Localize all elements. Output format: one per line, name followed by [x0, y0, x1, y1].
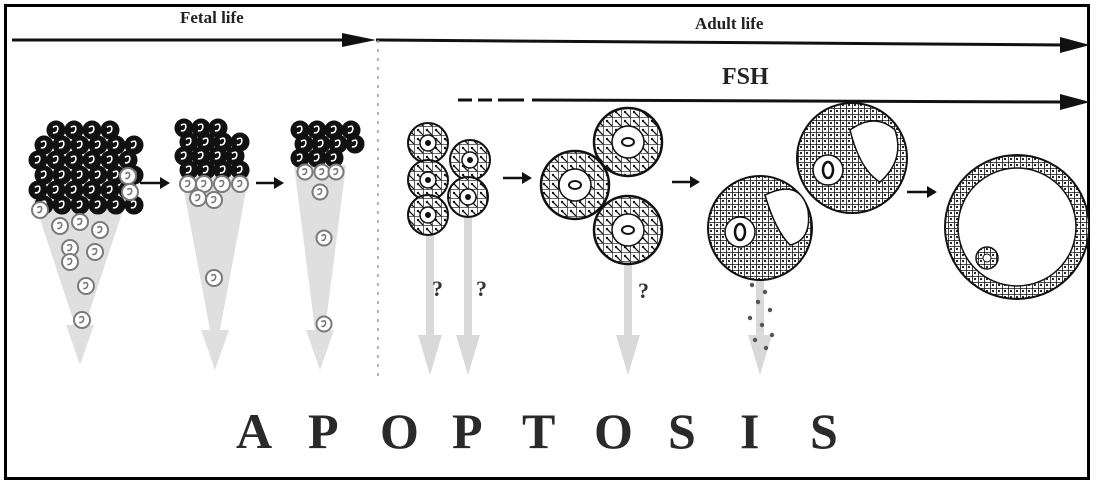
apoptosis-arrows: [32, 165, 772, 375]
germ-cell: [71, 196, 89, 214]
apoptosis-letter: I: [740, 402, 759, 460]
apoptosis-letter: S: [668, 402, 696, 460]
primary-follicle: [594, 196, 662, 264]
dying-germ-cell: [190, 190, 206, 206]
dying-germ-cell: [122, 184, 138, 200]
primordial-follicle: [448, 177, 488, 217]
progression-arrow: [140, 177, 170, 189]
preovulatory-follicle: [945, 155, 1089, 299]
debris-dot: [760, 323, 764, 327]
question-mark: ?: [432, 276, 443, 302]
antral-follicle: [797, 103, 907, 213]
progression-arrow: [256, 177, 284, 189]
debris-dot: [756, 300, 760, 304]
dying-germ-cell: [52, 218, 68, 234]
question-mark: ?: [476, 276, 487, 302]
debris-dot: [768, 308, 772, 312]
germ-cell: [53, 196, 71, 214]
apoptosis-letter: O: [594, 402, 633, 460]
progression-arrow: [672, 176, 700, 188]
dying-germ-cell: [232, 176, 248, 192]
debris-dot: [750, 283, 754, 287]
primordial-follicle: [408, 123, 448, 163]
dying-germ-cell: [62, 254, 78, 270]
primordial-follicle: [450, 140, 490, 180]
dying-germ-cell: [317, 231, 332, 246]
fsh-arrow: [458, 94, 1090, 110]
dying-germ-cell: [298, 165, 313, 180]
dying-germ-cell: [87, 244, 103, 260]
fsh-label: FSH: [722, 64, 769, 91]
dying-germ-cell: [329, 165, 344, 180]
dying-germ-cell: [206, 270, 222, 286]
dying-germ-cell: [315, 165, 330, 180]
dying-germ-cell: [206, 192, 222, 208]
apoptosis-letter: A: [236, 402, 272, 460]
question-mark: ?: [638, 278, 649, 304]
dying-germ-cell: [180, 176, 196, 192]
debris-dot: [753, 338, 757, 342]
adult-life-label: Adult life: [695, 14, 763, 34]
primordial-follicles: [408, 123, 490, 235]
dying-germ-cell: [313, 185, 328, 200]
germ-cell: [107, 196, 125, 214]
apoptosis-letter: T: [522, 402, 555, 460]
dying-germ-cell: [214, 176, 230, 192]
progression-arrow: [907, 186, 937, 198]
antral-follicle: [708, 176, 812, 280]
progression-arrow: [503, 172, 532, 184]
apoptosis-letter: S: [810, 402, 838, 460]
dying-germ-cell: [92, 222, 108, 238]
germ-cell: [346, 135, 364, 153]
dying-germ-cell: [32, 202, 48, 218]
primary-follicles: [541, 108, 662, 264]
dying-germ-cell: [78, 278, 94, 294]
fetal-life-label: Fetal life: [180, 8, 244, 28]
primordial-follicle: [408, 195, 448, 235]
germ-cell: [89, 196, 107, 214]
debris-dot: [764, 346, 768, 350]
debris-dot: [748, 316, 752, 320]
apoptosis-letter: O: [380, 402, 419, 460]
apoptosis-letter: P: [452, 402, 483, 460]
primary-follicle: [541, 151, 609, 219]
dying-germ-cell: [317, 317, 332, 332]
dying-germ-cell: [120, 168, 136, 184]
adult-timeline-arrow: [376, 37, 1090, 53]
apoptosis-letter: P: [308, 402, 339, 460]
apoptosis-word: APOPTOSIS: [0, 402, 1098, 462]
dying-germ-cell: [74, 312, 90, 328]
debris-dot: [763, 290, 767, 294]
dying-germ-cell: [72, 214, 88, 230]
debris-dot: [770, 333, 774, 337]
fetal-timeline-arrow: [12, 33, 376, 47]
